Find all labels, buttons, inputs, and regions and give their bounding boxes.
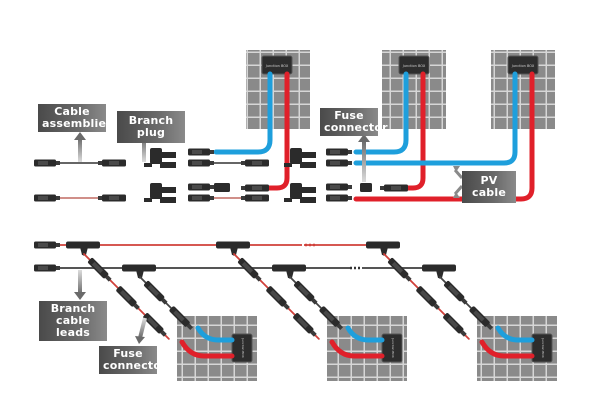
junction-box-label: Junction BOX	[402, 64, 426, 68]
bottom-arrows	[74, 270, 147, 344]
label-line: Fuse	[113, 347, 143, 360]
top-cables	[213, 71, 535, 202]
branch-cable-leads-label: Branch cable leads	[39, 301, 107, 341]
branch-plug-label: Branch plug	[117, 111, 185, 143]
junction-box-label: Junction BOX	[391, 337, 395, 357]
fuse-connector-label-bottom: Fuse connector	[99, 346, 167, 374]
top-panel-2: Junction BOX	[382, 50, 446, 129]
label-line: PV cable	[471, 174, 507, 199]
junction-box-label: Junction BOX	[265, 64, 289, 68]
label-line: Fuse	[334, 109, 364, 122]
branch-leads	[83, 253, 495, 340]
fuse-connector-label-top: Fuse connector	[320, 108, 388, 136]
bottom-cables	[179, 325, 535, 359]
top-panel-3: Junction BOX	[491, 50, 555, 129]
label-line: Cable	[54, 105, 90, 118]
top-connectors	[34, 148, 408, 203]
label-line: Branch plug	[128, 114, 174, 139]
label-line: connector	[324, 121, 388, 134]
pv-cable-label: PV cable	[462, 171, 516, 203]
label-line: Branch	[50, 302, 96, 315]
cable-assemblies-label: Cable assemblies	[38, 104, 113, 132]
junction-box-label: Junction BOX	[241, 337, 245, 357]
top-panel-1: Junction BOX	[246, 50, 310, 129]
label-line: assemblies	[42, 117, 113, 130]
junction-box-label: Junction BOX	[541, 337, 545, 357]
label-line: cable leads	[55, 314, 91, 339]
label-line: connector	[103, 359, 167, 372]
junction-box-label: Junction BOX	[511, 64, 535, 68]
